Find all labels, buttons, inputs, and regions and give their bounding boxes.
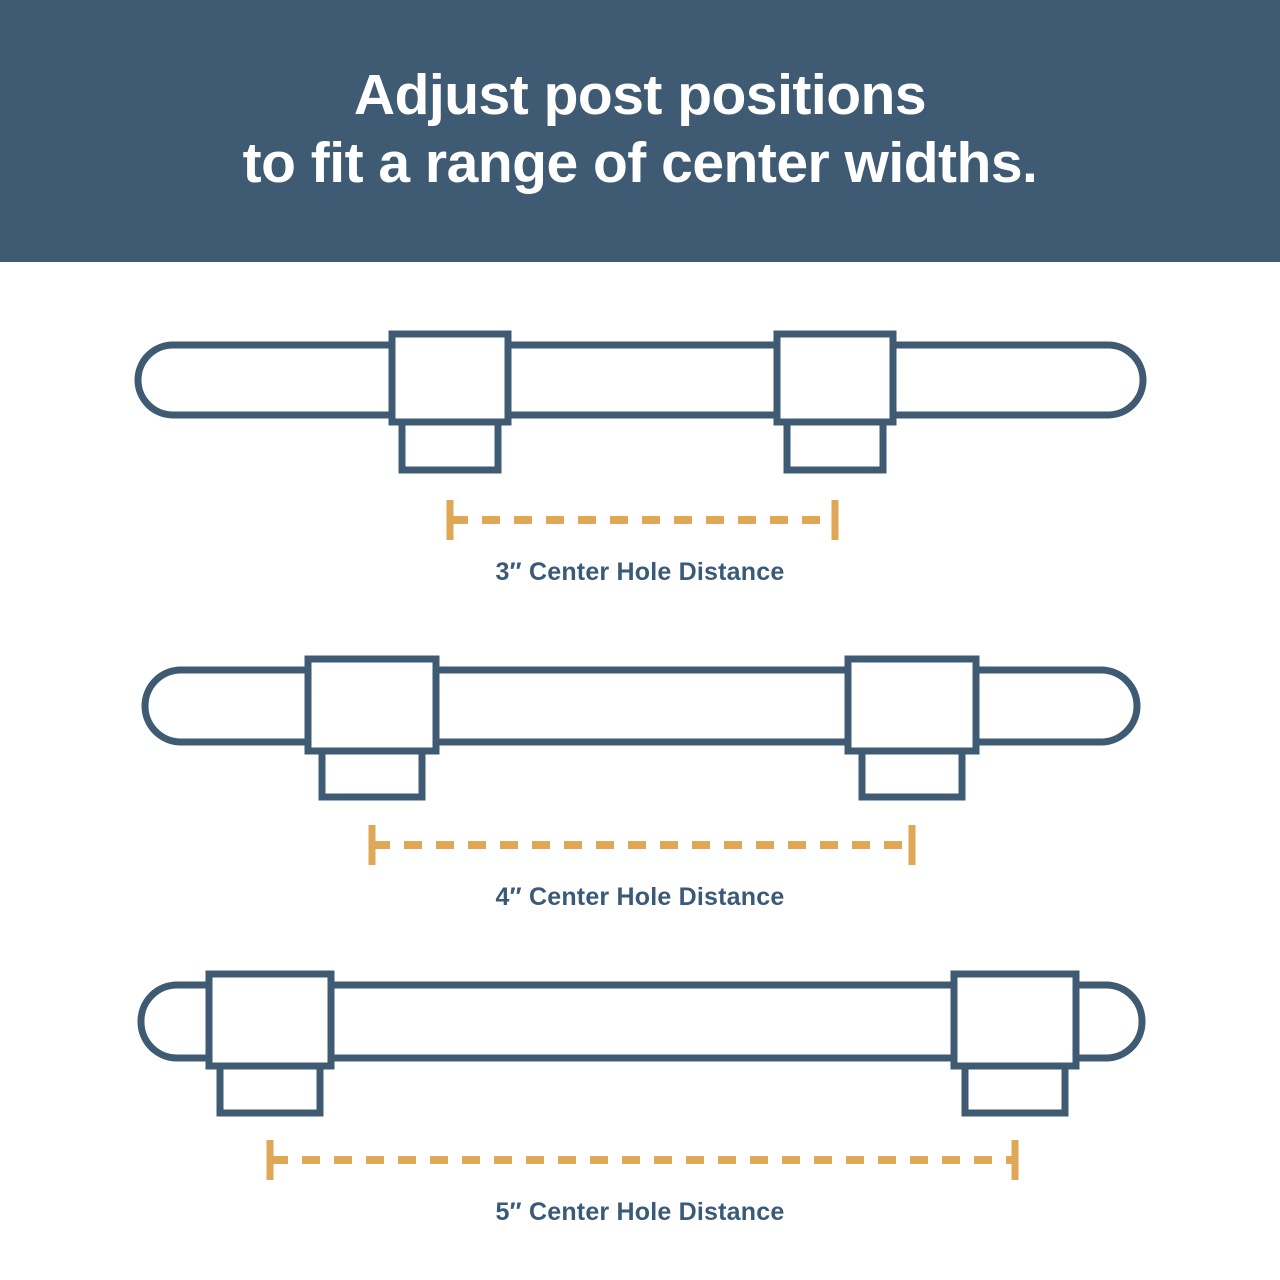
handle-diagram-4in: 4″ Center Hole Distance: [0, 587, 1280, 927]
handle-diagram-3in: 3″ Center Hole Distance: [0, 262, 1280, 602]
handle-diagram-5in: 5″ Center Hole Distance: [0, 902, 1280, 1242]
header-banner: Adjust post positions to fit a range of …: [0, 0, 1280, 262]
label-4in: 4″ Center Hole Distance: [495, 883, 785, 911]
headline-line-1: Adjust post positions: [353, 63, 927, 127]
dimension-line-4in: [368, 825, 916, 865]
dimension-line-5in: [266, 1140, 1019, 1180]
post-knob-right: [844, 655, 980, 755]
post-knob-right: [950, 970, 1080, 1070]
handle-bar: [141, 666, 1141, 746]
dimension-line-3in: [446, 500, 839, 540]
diagram-area: 3″ Center Hole Distance 4″ Center Hole D: [0, 262, 1280, 1280]
post-knob-right: [773, 330, 897, 426]
label-5in: 5″ Center Hole Distance: [495, 1198, 785, 1226]
label-3in: 3″ Center Hole Distance: [495, 558, 785, 586]
post-knob-left: [388, 330, 512, 426]
handle-bar: [137, 981, 1146, 1062]
handle-bar: [134, 341, 1147, 419]
headline-line-2: to fit a range of center widths.: [242, 131, 1038, 195]
post-knob-left: [304, 655, 440, 755]
post-knob-left: [205, 970, 335, 1070]
